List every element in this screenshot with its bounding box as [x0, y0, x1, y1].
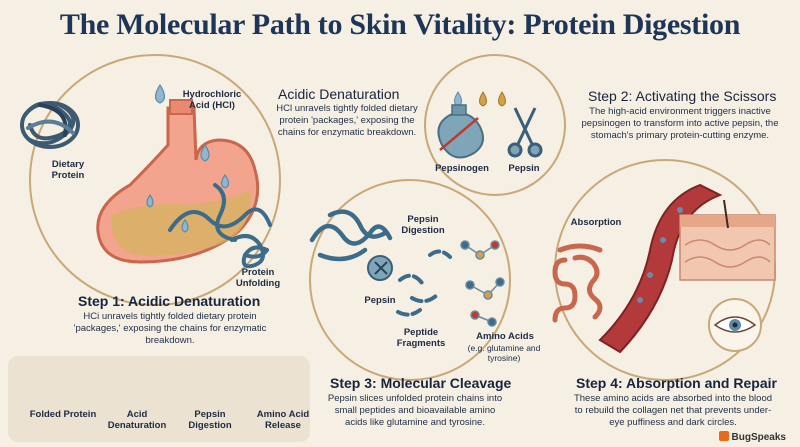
intestine-icon: [552, 243, 603, 323]
step3-heading: Step 3: Molecular Cleavage: [330, 375, 512, 391]
amino-acid-icon: [460, 240, 505, 327]
protein-unfolding-icon: [230, 234, 269, 269]
step1-circle: [29, 54, 281, 306]
brand-mark-icon: [718, 431, 729, 441]
acid-drop-icon: [146, 83, 230, 233]
label-amino-acids: Amino Acids: [476, 331, 534, 342]
step2-circle: [424, 54, 566, 196]
skin-layer-icon: [679, 199, 776, 281]
pepsin-icon: [367, 255, 393, 281]
acid-drop-icon: [454, 91, 462, 107]
step4-body: These amino acids are absorbed into the …: [573, 393, 773, 428]
legend-item-pepsin-digestion: Pepsin Digestion: [188, 409, 232, 431]
legend-item-folded-protein: Folded Protein: [29, 409, 97, 420]
label-amino-acids-note: (e.g. glutamine and tyrosine): [467, 343, 541, 363]
acidic-callout-body: HCl unravels tightly folded dietary prot…: [276, 103, 418, 138]
step3-body: Pepsin slices unfolded protein chains in…: [327, 393, 503, 428]
label-absorption: Absorption: [570, 217, 622, 228]
pepsinogen-icon: [437, 104, 484, 159]
pepsinogen-drops-icon: [479, 91, 506, 107]
label-protein-unfolding: Protein Unfolding: [235, 267, 281, 289]
label-pepsin-step2: Pepsin: [508, 163, 540, 174]
legend-panel: Folded Protein Acid Denaturation Pepsin …: [8, 356, 310, 442]
step2-heading: Step 2: Activating the Scissors: [588, 88, 777, 104]
step1-body: HCi unravels tightly folded dietary prot…: [73, 311, 267, 346]
pepsin-scissors-icon: [507, 107, 543, 158]
step4-heading: Step 4: Absorption and Repair: [576, 375, 777, 391]
label-pepsin-digestion: Pepsin Digestion: [401, 214, 445, 236]
legend-item-amino-acid-release: Amino Acid Release: [256, 409, 310, 431]
legend-item-acid-denaturation: Acid Denaturation: [107, 409, 167, 431]
brand-name: BugSpeaks: [731, 432, 786, 443]
unfolding-strand-icon: [168, 183, 272, 242]
page-title: The Molecular Path to Skin Vitality: Pro…: [59, 8, 741, 41]
peptide-fragment-icon: [396, 249, 452, 317]
step1-heading: Step 1: Acidic Denaturation: [78, 293, 261, 309]
label-dietary-protein: Dietary Protein: [51, 159, 85, 181]
step3-circle: [309, 179, 511, 381]
brand-logo: BugSpeaks: [718, 431, 786, 443]
acidic-callout-heading: Acidic Denaturation: [278, 86, 400, 102]
label-pepsin-step3: Pepsin: [364, 295, 396, 306]
label-peptide-fragments: Peptide Fragments: [396, 327, 446, 349]
dietary-protein-icon: [20, 101, 80, 149]
eye-icon: [708, 298, 762, 352]
label-hydrochloric-acid: Hydrochloric Acid (HCl): [182, 89, 242, 111]
step2-body: The high-acid environment triggers inact…: [581, 106, 779, 141]
blood-vessel-icon: [598, 183, 723, 354]
label-pepsinogen: Pepsinogen: [435, 163, 489, 174]
protein-chain-icon: [309, 209, 393, 262]
